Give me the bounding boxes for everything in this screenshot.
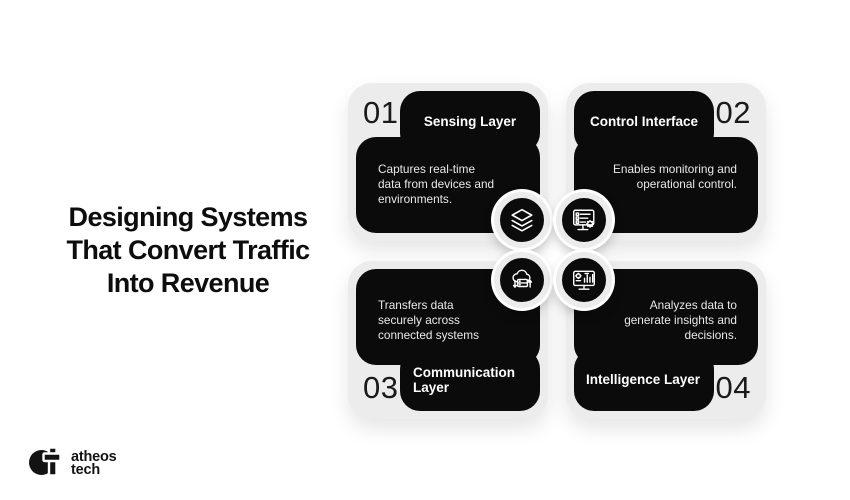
card-title: Sensing Layer [423, 114, 517, 130]
logo-word-atheos: atheos [71, 448, 117, 465]
card-title-tab: Intelligence Layer [574, 349, 714, 411]
card-description: Enables monitoring and operational contr… [613, 162, 737, 191]
logo-word-tech: tech [71, 462, 101, 478]
card-title: Communication Layer [413, 364, 516, 396]
card-description: Transfers data securely across connected… [378, 298, 479, 342]
page-title-line1: Designing Systems [68, 202, 308, 232]
logo-wordmark: atheos tech [71, 448, 117, 478]
card-number: 03 [363, 370, 399, 405]
atheos-tech-logo: atheos tech [28, 445, 117, 483]
card-description: Captures real-time data from devices and… [378, 162, 495, 206]
card-title: Control Interface [589, 114, 698, 130]
page-title-line3: Into Revenue [106, 268, 270, 298]
card-description: Analyzes data to generate insights and d… [624, 298, 737, 342]
layers-icon [494, 192, 550, 248]
card-number: 02 [715, 95, 751, 130]
monitor-analytics-icon [556, 252, 612, 308]
card-number: 01 [363, 95, 399, 130]
page-title-line2: That Convert Traffic [66, 235, 310, 265]
cloud-data-transfer-icon [494, 252, 550, 308]
atheos-logo-mark-icon [28, 445, 66, 483]
card-title-tab: Communication Layer [400, 349, 540, 411]
page-title: Designing Systems That Convert Traffic I… [40, 201, 336, 300]
monitor-settings-icon [556, 192, 612, 248]
card-number: 04 [715, 370, 751, 405]
card-title: Intelligence Layer [585, 372, 700, 388]
